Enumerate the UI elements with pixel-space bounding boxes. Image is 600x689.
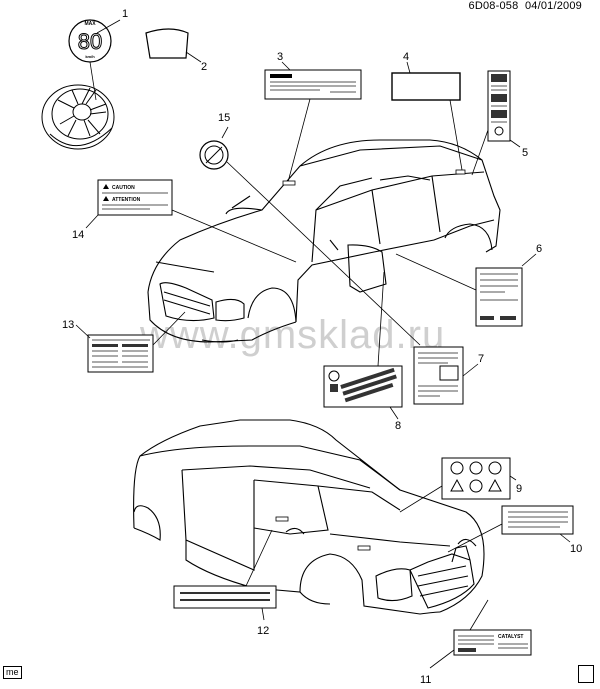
callout-2: 2 (201, 61, 207, 73)
callout-6: 6 (536, 243, 542, 255)
doc-number: 6D08-058 (468, 0, 519, 12)
callout-11: 11 (420, 674, 431, 686)
vehicle-front-view (147, 139, 501, 343)
callout-14: 14 (72, 229, 84, 241)
label-12 (173, 585, 277, 609)
callout-8: 8 (395, 420, 401, 432)
spare-wheel (41, 84, 115, 150)
book-icon (578, 665, 594, 683)
callout-1: 1 (122, 8, 128, 20)
label-9-pictograms (441, 457, 511, 500)
label-14-line2: ATTENTION (112, 197, 141, 203)
label-6 (475, 267, 523, 327)
label-11-catalyst: CATALYST (498, 634, 523, 640)
callout-10: 10 (570, 543, 582, 555)
label-5 (487, 70, 511, 142)
label-11-emission: CATALYST (453, 629, 532, 656)
label-2-shape (145, 28, 189, 59)
footer-tag: me (3, 666, 22, 679)
callout-4: 4 (403, 51, 409, 63)
callout-15: 15 (218, 112, 230, 124)
label-13 (87, 334, 154, 373)
callout-9: 9 (516, 483, 522, 495)
label-8 (323, 365, 403, 408)
label-14-caution: CAUTION ATTENTION (97, 179, 173, 216)
badge-unit: km/h (85, 54, 95, 59)
badge-value: 80 (78, 29, 102, 54)
callout-3: 3 (277, 51, 283, 63)
badge-max: MAX (84, 21, 96, 27)
label-7 (413, 346, 464, 405)
callout-12: 12 (257, 625, 269, 637)
doc-date: 04/01/2009 (524, 0, 582, 12)
label-14-line1: CAUTION (112, 185, 135, 191)
speed-limit-badge: MAX 80 km/h (68, 19, 112, 63)
label-3 (264, 69, 362, 100)
callout-7: 7 (478, 353, 484, 365)
callout-5: 5 (522, 147, 528, 159)
label-15-round (199, 140, 229, 170)
label-10 (501, 505, 574, 535)
callout-13: 13 (62, 319, 74, 331)
label-4 (391, 72, 461, 101)
vehicle-rear-view (133, 419, 485, 615)
document-id: 6D08-058 04/01/2009 (469, 0, 583, 12)
